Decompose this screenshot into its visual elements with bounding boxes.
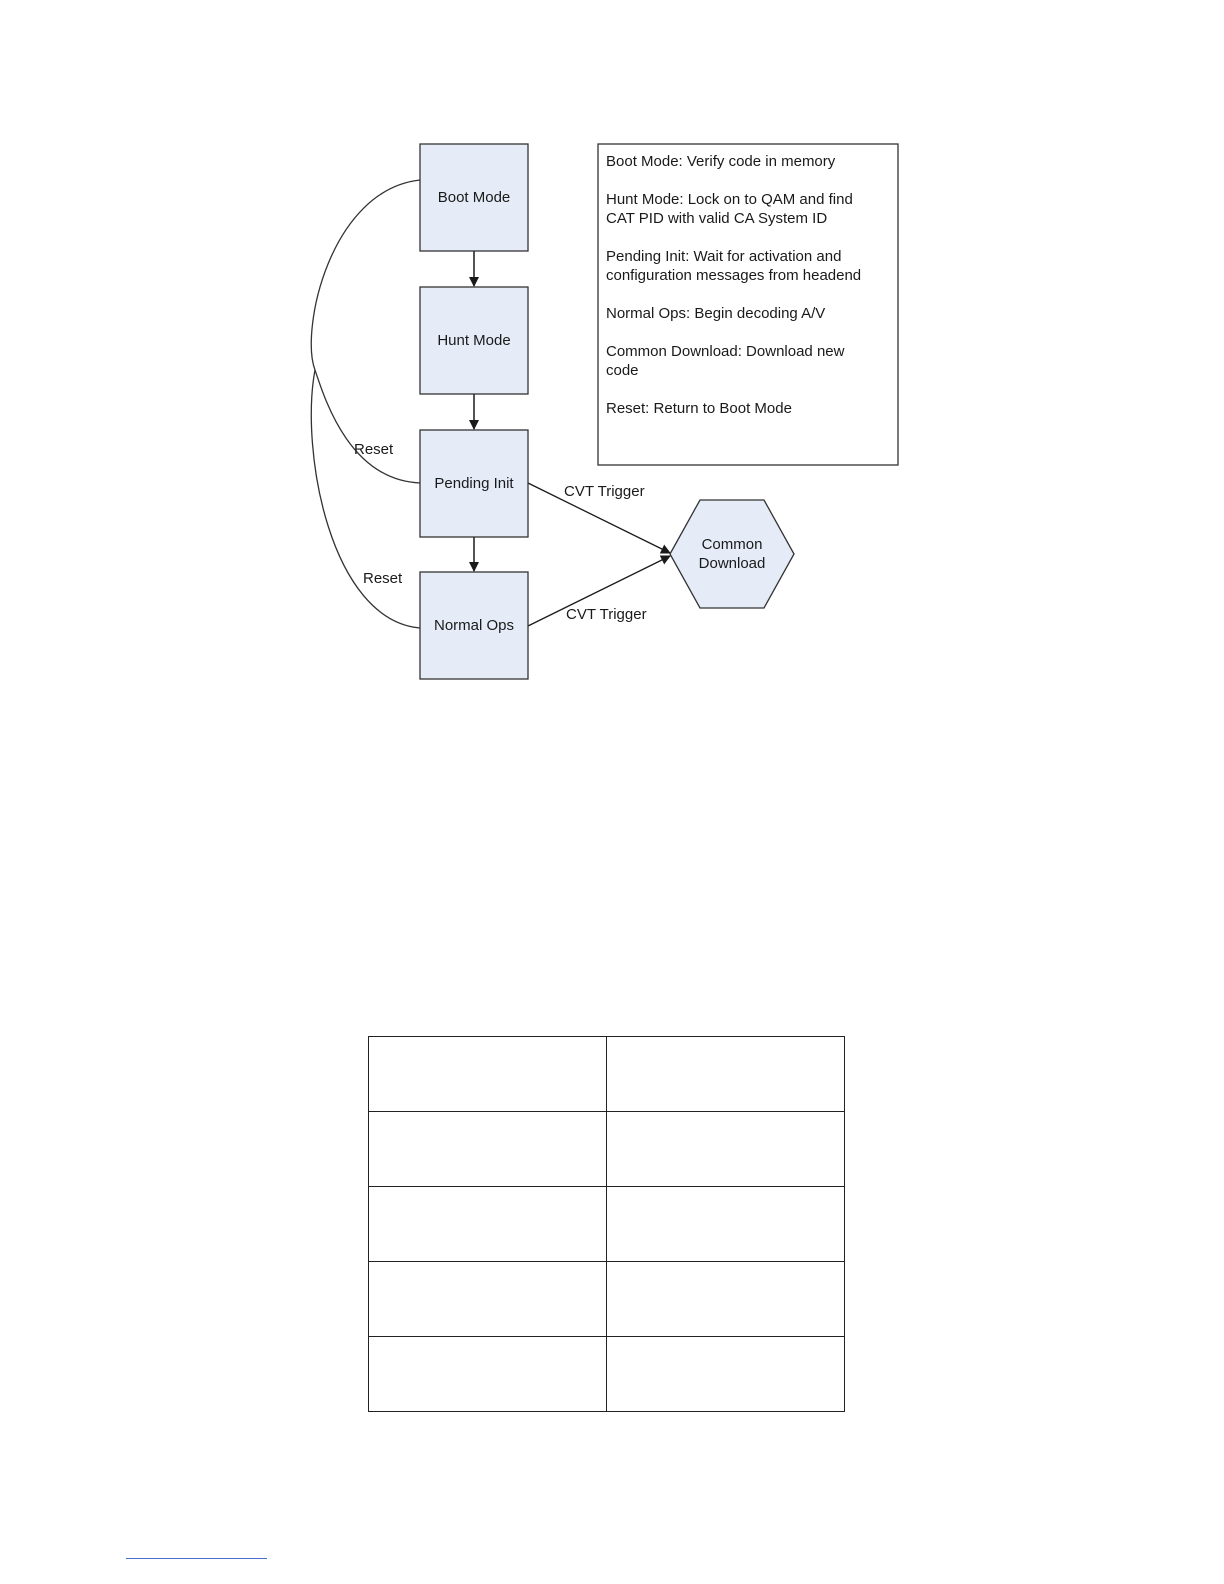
state-label-common-download-line2: Download <box>699 555 766 572</box>
table-cell <box>368 1336 607 1412</box>
legend-text: Hunt Mode: Lock on to QAM and find <box>606 191 853 208</box>
boot-reset-curve <box>310 179 421 484</box>
legend-text: Boot Mode: Verify code in memory <box>606 153 836 170</box>
edge-label-cvt-trigger-pending: CVT Trigger <box>564 483 645 500</box>
legend-text: Common Download: Download new <box>606 343 845 360</box>
legend-text: Pending Init: Wait for activation and <box>606 248 841 265</box>
table-cell <box>368 1186 607 1262</box>
arrow-pending-to-download <box>527 482 671 554</box>
legend-text: Reset: Return to Boot Mode <box>606 400 792 417</box>
legend-entry-normal-ops: Normal Ops: Begin decoding A/V <box>606 305 825 322</box>
legend-text: Normal Ops: Begin decoding A/V <box>606 305 825 322</box>
legend-entry-boot-mode: Boot Mode: Verify code in memory <box>606 153 836 170</box>
table-cell <box>606 1261 845 1337</box>
table-cell <box>606 1186 845 1262</box>
legend-entry-pending-init: Pending Init: Wait for activation and co… <box>606 248 861 284</box>
edge-label-reset-pending: Reset <box>354 441 394 458</box>
table-row <box>368 1036 845 1112</box>
table-cell <box>368 1036 607 1112</box>
normal-reset-curve <box>310 369 421 629</box>
state-label-normal-ops: Normal Ops <box>434 617 514 634</box>
state-label-pending-init: Pending Init <box>434 475 514 492</box>
footnote-separator <box>126 1558 267 1559</box>
legend-entry-common-download: Common Download: Download new code <box>606 343 845 379</box>
table-row <box>368 1111 845 1187</box>
state-label-hunt-mode: Hunt Mode <box>437 332 510 349</box>
arrow-normal-to-download <box>527 555 671 627</box>
state-normal-ops: Normal Ops <box>419 571 529 680</box>
state-label-common-download-line1: Common <box>702 536 763 553</box>
table-cell <box>368 1261 607 1337</box>
legend-entry-hunt-mode: Hunt Mode: Lock on to QAM and find CAT P… <box>606 191 853 227</box>
table-cell <box>606 1111 845 1187</box>
state-diagram: Boot Mode Hunt Mode Pending Init Normal … <box>310 143 899 680</box>
table-row <box>368 1336 845 1412</box>
table-cell <box>606 1336 845 1412</box>
legend-text: code <box>606 362 639 379</box>
table-cell <box>606 1036 845 1112</box>
state-hunt-mode: Hunt Mode <box>419 286 529 395</box>
legend-entry-reset: Reset: Return to Boot Mode <box>606 400 792 417</box>
table-row <box>368 1186 845 1262</box>
state-boot-mode: Boot Mode <box>419 143 529 252</box>
legend-box: Boot Mode: Verify code in memory Hunt Mo… <box>597 143 899 466</box>
state-common-download: Common Download <box>669 499 795 609</box>
legend-text: configuration messages from headend <box>606 267 861 284</box>
table-row <box>368 1261 845 1337</box>
table-cell <box>368 1111 607 1187</box>
legend-text: CAT PID with valid CA System ID <box>606 210 827 227</box>
state-pending-init: Pending Init <box>419 429 529 538</box>
empty-table <box>368 1036 845 1412</box>
edge-label-reset-normal: Reset <box>363 570 403 587</box>
edge-label-cvt-trigger-normal: CVT Trigger <box>566 606 647 623</box>
state-label-boot-mode: Boot Mode <box>438 189 511 206</box>
